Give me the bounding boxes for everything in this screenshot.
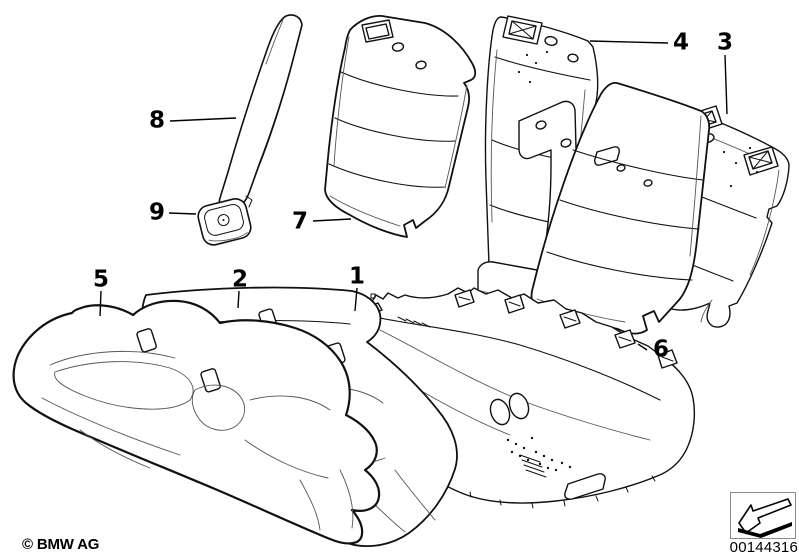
copyright-text: © BMW AG [22,536,100,553]
callout-line-6 [637,343,648,351]
callout-line-5 [99,290,102,317]
callout-label-backrest-cushion-center[interactable]: 7 [291,208,309,235]
callout-line-8 [169,117,237,122]
callout-line-4 [589,40,669,44]
callout-line-2 [237,290,240,309]
callout-label-backrest-shell-left[interactable]: 4 [672,29,690,56]
part-9-cover-cap-drawing [197,198,252,246]
callout-label-seat-pan-carrier[interactable]: 1 [348,263,366,290]
image-number: 00144316 [729,539,798,556]
callout-label-backrest-cushion-right[interactable]: 6 [652,336,670,363]
callout-line-3 [724,54,728,115]
callout-label-backrest-shell-right[interactable]: 3 [716,29,734,56]
callout-line-1 [354,287,358,312]
callout-leader-lines [99,40,728,351]
part-8-trim-strip-drawing [218,14,303,209]
part-6-backrest-cushion-drawing [530,81,711,335]
callout-label-seat-foam-pad[interactable]: 2 [231,266,249,293]
part-5-cushion-cover-drawing [12,299,381,545]
callout-line-7 [312,218,352,222]
callout-line-9 [168,212,197,215]
callout-label-latch-cover-cap[interactable]: 9 [148,199,166,226]
back-arrow-button[interactable] [730,492,796,539]
back-arrow-icon [738,498,792,538]
part-7-backrest-cushion-drawing [324,15,477,238]
callout-label-side-trim-strip[interactable]: 8 [148,107,166,134]
callout-label-seat-cushion-cover[interactable]: 5 [92,266,110,293]
